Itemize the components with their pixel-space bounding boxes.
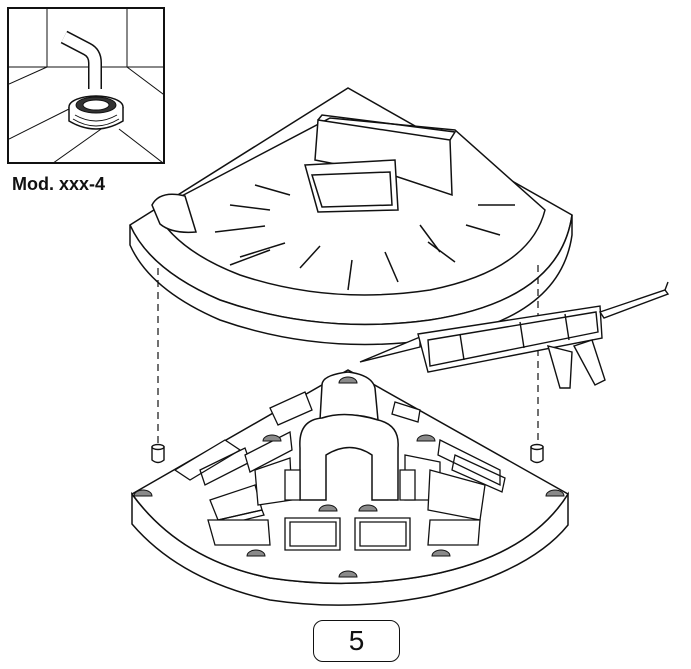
alignment-guides <box>158 265 538 445</box>
drain-detail-inset <box>7 7 165 164</box>
adhesive-dot-icon <box>319 505 337 511</box>
drain-fitting-icon <box>9 9 165 164</box>
tray-ribs <box>215 185 515 290</box>
shower-tray <box>130 88 572 345</box>
adhesive-dots <box>134 377 564 577</box>
step-number: 5 <box>348 625 365 656</box>
adhesive-dot-icon <box>359 505 377 511</box>
adhesive-dot-icon <box>339 377 357 383</box>
frame-cells <box>175 392 505 550</box>
adhesive-dot-icon <box>432 550 450 556</box>
adhesive-dot-icon <box>417 435 435 441</box>
silicone-gun-icon <box>360 282 668 388</box>
adhesive-dot-icon <box>546 490 564 496</box>
support-foot-icon <box>152 445 543 463</box>
adhesive-dot-icon <box>247 550 265 556</box>
step-number-box: 5 <box>313 620 400 662</box>
model-label: Mod. xxx-4 <box>12 174 106 194</box>
adhesive-dot-icon <box>339 571 357 577</box>
adhesive-dot-icon <box>134 490 152 496</box>
adhesive-dot-icon <box>263 435 281 441</box>
